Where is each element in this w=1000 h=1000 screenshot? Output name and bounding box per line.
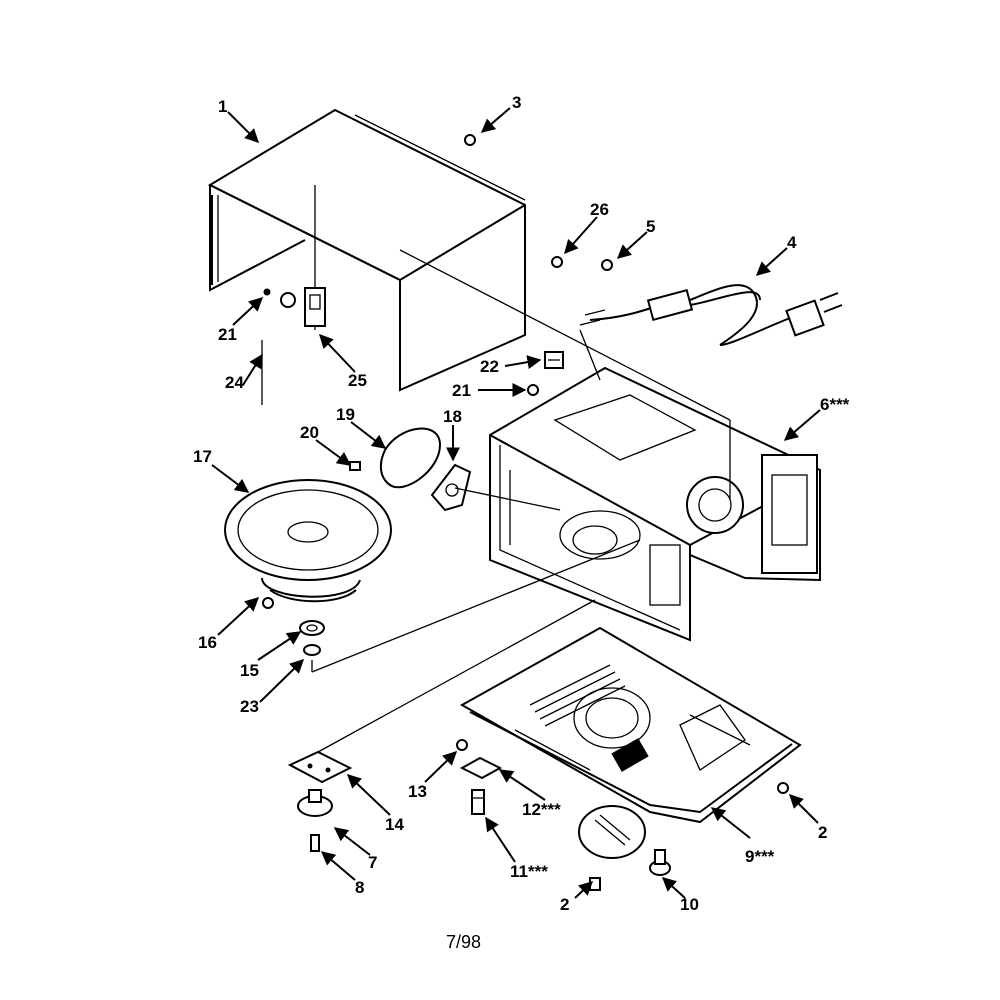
stirrer-cover: [379, 427, 442, 489]
screw-3: [464, 134, 476, 146]
screw-13: [456, 739, 468, 751]
label-5: 5: [646, 217, 655, 236]
coupler-15: [299, 620, 325, 636]
outer-cabinet: [207, 108, 526, 392]
label-11: 11***: [510, 862, 548, 881]
label-18: 18: [443, 407, 462, 426]
nut-24: [280, 292, 296, 308]
label-7: 7: [368, 853, 377, 872]
screw-21b: [527, 384, 539, 396]
label-22: 22: [480, 357, 499, 376]
power-cord: [579, 284, 843, 346]
label-19: 19: [336, 405, 355, 424]
vent-cover: [578, 805, 646, 859]
label-8: 8: [355, 878, 364, 897]
foot-11: [471, 789, 485, 815]
assembly-lines: [261, 249, 731, 753]
screw-26: [551, 256, 563, 268]
label-15: 15: [240, 661, 259, 680]
label-20: 20: [300, 423, 319, 442]
screw-20: [349, 461, 361, 471]
label-6: 6***: [820, 395, 850, 414]
label-17: 17: [193, 447, 212, 466]
leader-arrows: [211, 107, 821, 899]
screw-2-right: [777, 782, 789, 794]
base-plate: [459, 626, 802, 824]
label-23: 23: [240, 697, 259, 716]
label-24: 24: [225, 373, 244, 392]
screw-5: [601, 259, 613, 271]
oven-chassis: [489, 366, 821, 642]
screw-2-bottom: [589, 877, 601, 891]
label-12: 12***: [522, 800, 561, 819]
bracket-12: [459, 756, 503, 780]
glass-turntable: [224, 479, 392, 581]
stirrer-blade: [430, 463, 472, 512]
label-14: 14: [385, 815, 404, 834]
label-1: 1: [218, 97, 227, 116]
screw-8: [310, 834, 320, 852]
label-2-bottom: 2: [560, 895, 569, 914]
roller-ring: [261, 577, 361, 609]
label-3: 3: [512, 93, 521, 112]
label-2-right: 2: [818, 823, 827, 842]
label-16: 16: [198, 633, 217, 652]
label-21-mid: 21: [452, 381, 471, 400]
label-4: 4: [787, 233, 797, 252]
part-labels: 1 3 26 5 4 21 24 25 22 21 6*** 19 20 18 …: [193, 93, 850, 914]
foot-10: [649, 849, 671, 876]
label-25: 25: [348, 371, 367, 390]
label-21-top: 21: [218, 325, 237, 344]
label-13: 13: [408, 782, 427, 801]
foot-bracket-14: [287, 750, 353, 784]
label-10: 10: [680, 895, 699, 914]
foot-7: [297, 789, 333, 817]
label-9: 9***: [745, 847, 775, 866]
cabinet-bracket: [304, 287, 326, 327]
screw-21a: [263, 288, 271, 296]
footer-date: 7/98: [446, 932, 481, 952]
washer-23: [303, 644, 321, 656]
connector-22: [544, 351, 564, 369]
label-26: 26: [590, 200, 609, 219]
